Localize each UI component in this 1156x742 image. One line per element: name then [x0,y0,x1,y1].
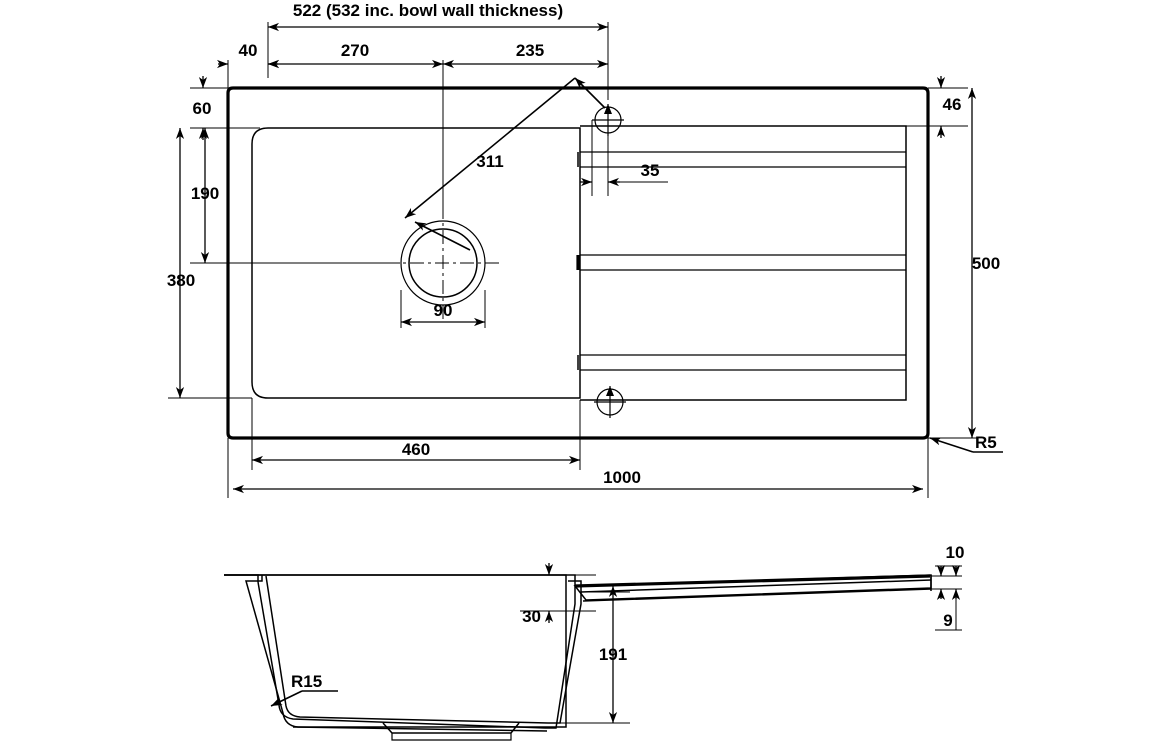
dimension-460: 460 [251,398,581,470]
tap-hole-marker-lower [594,386,626,418]
dim-label-500: 500 [972,254,1000,273]
dim-label-46: 46 [943,95,962,114]
dim-label-R15: R15 [291,672,322,691]
dimension-R5: R5 [929,433,1003,453]
dimension-10: 10 [931,543,965,590]
section-view: 30 191 R15 10 [224,543,965,741]
drainer-board [576,125,907,401]
dim-label-35: 35 [641,161,660,180]
dimension-191: 191 [560,586,630,724]
dimension-235: 235 [443,41,608,69]
dim-label-235: 235 [516,41,544,60]
tap-hole-marker-upper [592,104,624,136]
dim-label-60: 60 [193,99,212,118]
dimension-1000: 1000 [227,438,929,498]
dimension-522: 522 (532 inc. bowl wall thickness) [267,1,609,100]
dimension-R15: R15 [270,672,338,707]
dim-label-270: 270 [341,41,369,60]
dimension-311: 311 [404,77,606,251]
dim-label-190: 190 [191,184,219,203]
dimension-500: 500 [928,88,1000,439]
dimension-190: 190 [190,128,400,264]
dim-label-191: 191 [599,645,627,664]
dim-label-9: 9 [943,611,952,630]
dim-label-90: 90 [434,301,453,320]
dimension-270: 270 [268,41,444,205]
dim-label-522: 522 (532 inc. bowl wall thickness) [293,1,563,20]
dimension-60: 60 [190,76,260,140]
dim-label-460: 460 [402,440,430,459]
dimension-30: 30 [520,563,596,626]
dimension-90: 90 [400,290,486,328]
dim-label-1000: 1000 [603,468,641,487]
dimension-46: 46 [906,76,968,138]
dimension-380: 380 [167,128,252,399]
dimension-35: 35 [580,120,668,196]
dim-label-10: 10 [946,543,965,562]
bowl-recess [251,127,581,399]
plan-view: 522 (532 inc. bowl wall thickness) 40 27… [167,1,1003,498]
drainer-section-profile [568,574,932,602]
dimension-9: 9 [935,589,962,631]
bowl-section-profile [224,574,582,741]
dim-label-380: 380 [167,271,195,290]
dim-label-311: 311 [476,152,503,171]
sink-outline [226,86,930,440]
dim-label-40: 40 [239,41,258,60]
dim-label-30: 30 [522,607,541,626]
drain-hole [385,205,501,321]
dim-label-R5: R5 [975,433,997,452]
